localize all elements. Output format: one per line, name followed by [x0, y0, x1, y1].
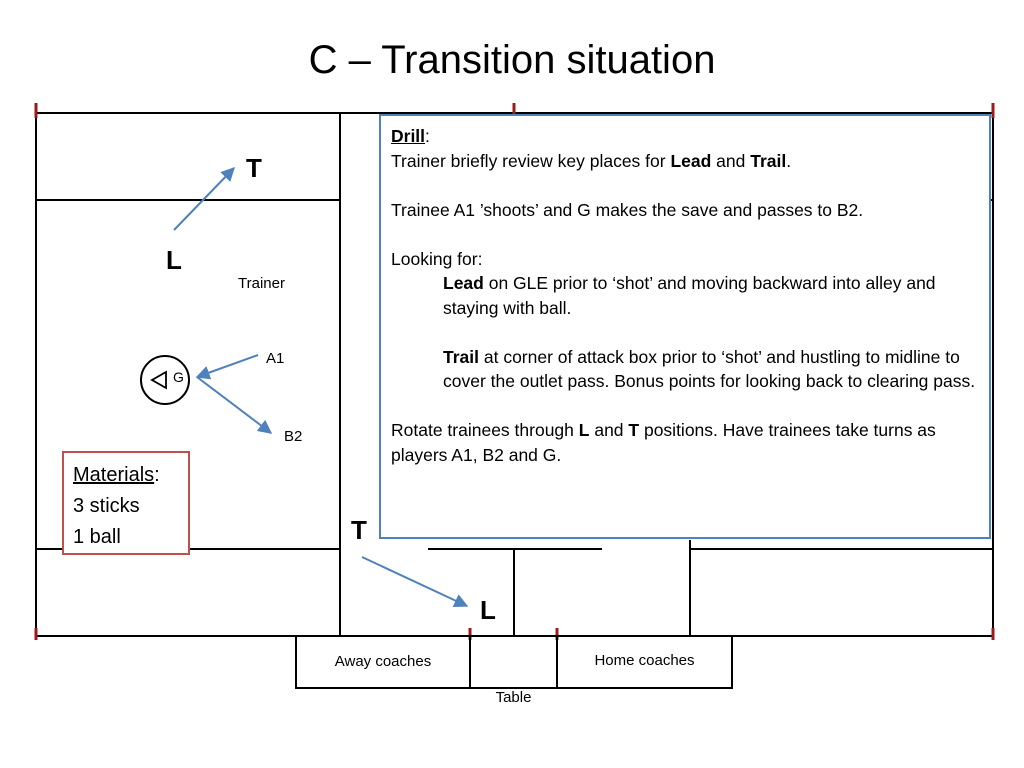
arrow-goalie-to-b2: [196, 376, 273, 434]
goal-crease: [140, 355, 190, 405]
arrow-a1-to-goalie: [195, 354, 259, 380]
drill-heading: Drill:: [391, 126, 430, 146]
materials-item: 1 ball: [73, 526, 121, 548]
home-coaches-label: Home coaches: [594, 652, 695, 669]
drill-lead-point: Lead on GLE prior to ‘shot’ and moving b…: [443, 273, 936, 318]
home-coaches-box: [556, 635, 733, 689]
drill-rotate: Rotate trainees through L and T position…: [391, 420, 936, 465]
drill-line-shoot: Trainee A1 ’shoots’ and G makes the save…: [391, 199, 864, 220]
drill-looking-for: Looking for:: [391, 248, 483, 269]
materials-item: 3 sticks: [73, 495, 140, 517]
table-box: [469, 635, 558, 689]
bottom-trail-label: T: [351, 515, 367, 545]
arrow-trail-to-lead-bottom: [361, 556, 469, 608]
bottom-lead-label: L: [480, 595, 496, 625]
slide-title: C – Transition situation: [308, 38, 716, 82]
top-lead-label: L: [166, 245, 182, 275]
arrow-lead-to-trail-top: [173, 166, 235, 231]
top-trail-label: T: [246, 153, 262, 183]
trainer-label: Trainer: [238, 275, 285, 292]
player-a1-label: A1: [266, 350, 285, 367]
materials-box: Materials: 3 sticks 1 ball: [62, 451, 190, 555]
goal-triangle-icon: [150, 370, 167, 390]
player-b2-label: B2: [284, 428, 303, 445]
away-coaches-label: Away coaches: [334, 653, 432, 670]
table-label: Table: [495, 689, 532, 706]
drill-description-box: Drill: Trainer briefly review key places…: [379, 114, 991, 539]
drill-line-review: Trainer briefly review key places for Le…: [391, 150, 792, 171]
drill-trail-point: Trail at corner of attack box prior to ‘…: [443, 346, 976, 392]
goalie-label: G: [173, 369, 184, 385]
materials-heading: Materials:: [73, 464, 160, 486]
